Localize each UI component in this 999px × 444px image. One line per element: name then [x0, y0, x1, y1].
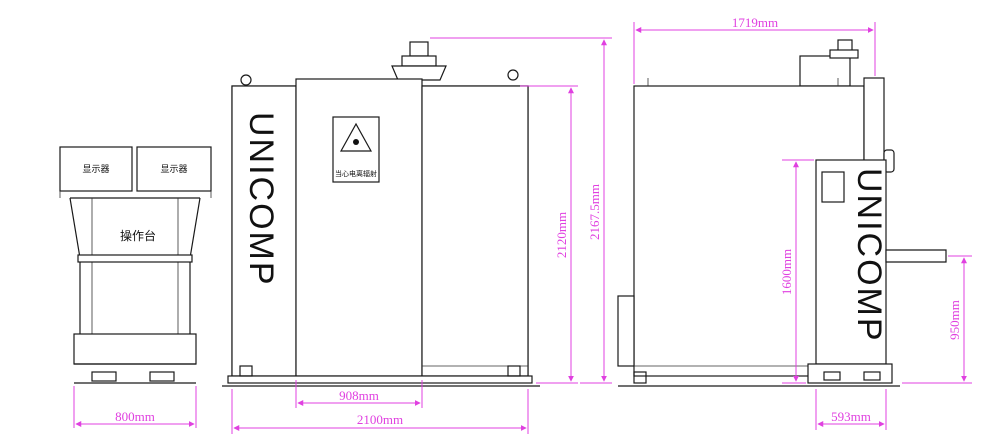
console-view: 显示器 显示器 操作台 800mm — [59, 146, 212, 428]
front-foot — [507, 365, 521, 377]
beacon-mount — [391, 65, 447, 81]
dim-text-800: 800mm — [115, 409, 155, 424]
station-window — [821, 171, 845, 203]
front-foot — [239, 365, 253, 377]
dim-text-2120: 2120mm — [554, 212, 569, 258]
right-panel — [421, 85, 529, 377]
console-base — [73, 333, 197, 365]
monitor-left — [59, 146, 133, 192]
side-brand: UNICOMP — [850, 168, 888, 343]
console-caster-left — [91, 371, 117, 382]
monitor-right — [136, 146, 212, 192]
side-view: UNICOMP 1719mm 1600mm 950mm 593mm — [617, 15, 972, 430]
console-caster-right — [149, 371, 175, 382]
lifting-eye — [507, 69, 519, 81]
dim-text-2100: 2100mm — [357, 412, 403, 427]
warning-label: 当心电离辐射 — [335, 169, 377, 178]
console-leg-left — [69, 197, 81, 334]
station-caster — [823, 371, 841, 381]
beacon-light — [409, 41, 429, 57]
left-panel — [231, 85, 297, 377]
dim-text-950: 950mm — [947, 300, 962, 340]
radiation-warning-sign — [332, 116, 380, 183]
dim-text-2167: 2167.5mm — [587, 184, 602, 240]
beacon-base — [401, 55, 437, 67]
desk-surface — [77, 254, 193, 263]
radiation-symbol — [353, 139, 359, 145]
monitor-left-label: 显示器 — [82, 164, 109, 175]
dim-text-1719: 1719mm — [732, 15, 778, 30]
station-base — [807, 363, 893, 384]
side-beacon-box — [799, 55, 851, 87]
side-lower-box — [617, 295, 635, 367]
station-caster — [863, 371, 881, 381]
console-leg-right — [189, 197, 201, 334]
front-base — [227, 375, 533, 384]
dim-text-1600: 1600mm — [779, 249, 794, 295]
desk-label: 操作台 — [120, 228, 156, 243]
front-view: UNICOMP 当心电离辐射 908mm 2100mm 2120mm — [222, 37, 612, 434]
radiation-warning-icon — [339, 122, 373, 152]
loading-table — [885, 249, 947, 263]
side-beacon-base — [829, 49, 859, 59]
side-foot — [633, 371, 647, 384]
monitor-right-label: 显示器 — [160, 164, 187, 175]
dim-text-908: 908mm — [339, 388, 379, 403]
front-brand: UNICOMP — [242, 112, 280, 287]
dim-text-593: 593mm — [831, 409, 871, 424]
lifting-eye — [240, 74, 252, 86]
